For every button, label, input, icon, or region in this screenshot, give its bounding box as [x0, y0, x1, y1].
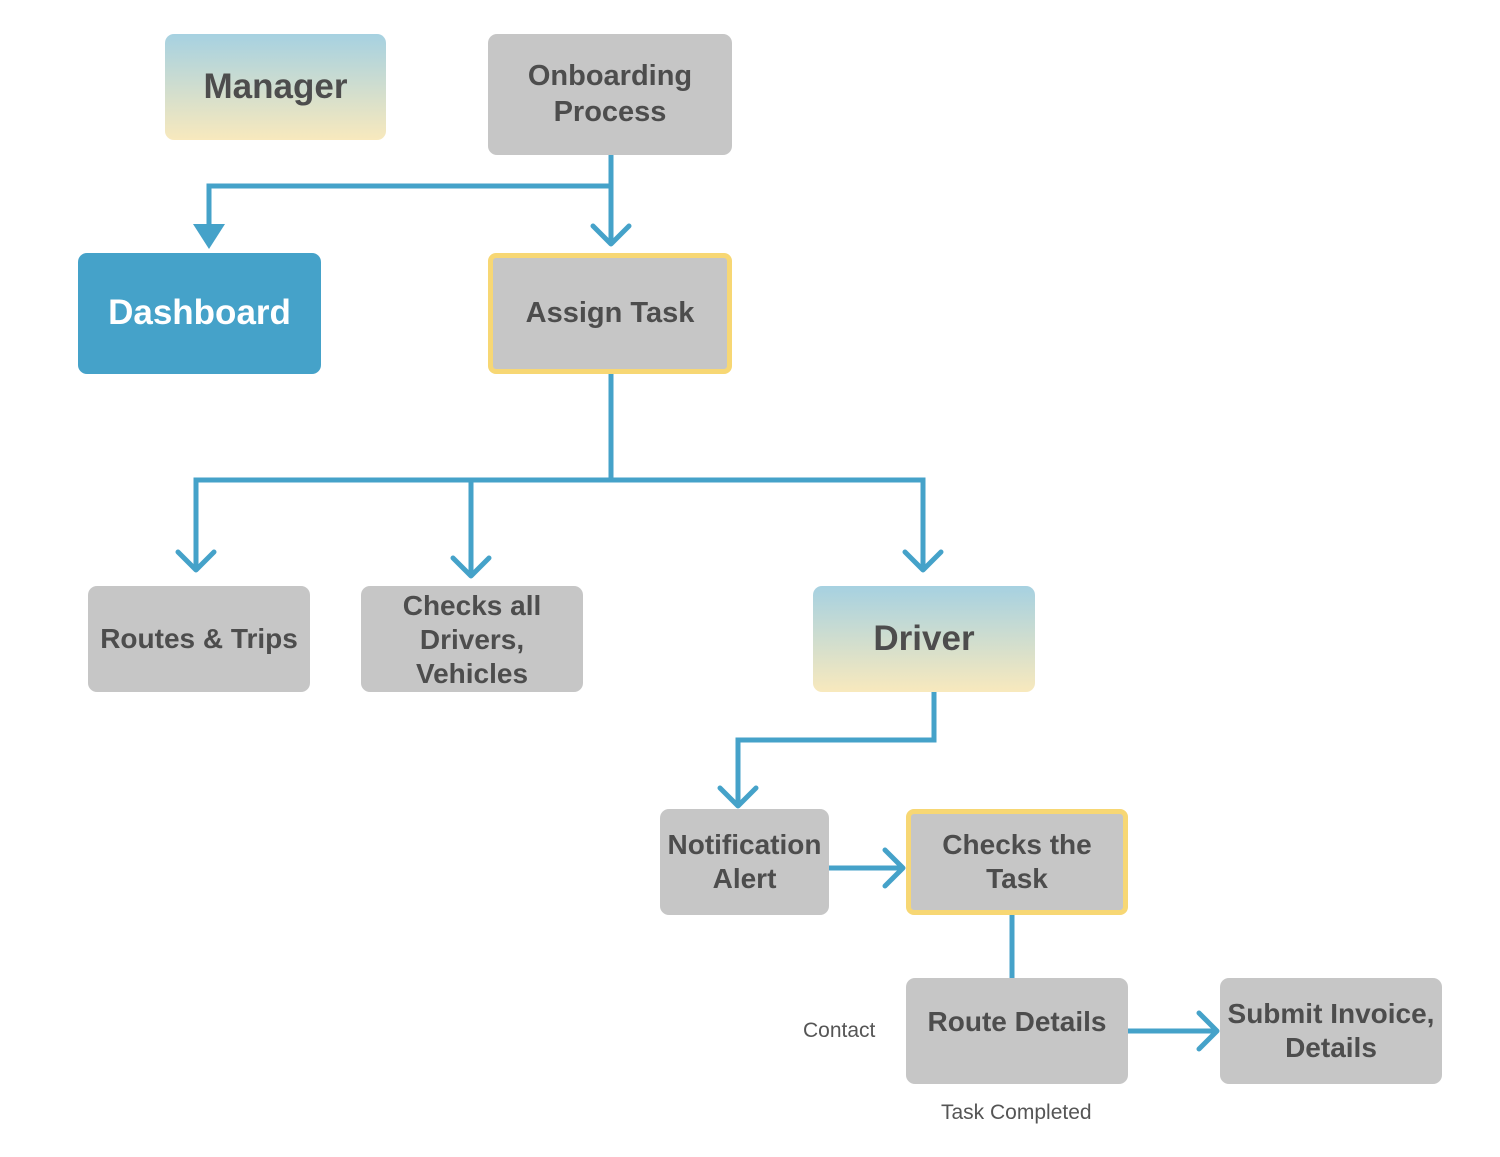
- node-assign-task-label: Assign Task: [525, 296, 695, 329]
- node-submit-invoice-details: Submit Invoice, Details: [1220, 978, 1442, 1084]
- node-dashboard: Dashboard: [78, 253, 321, 374]
- node-checks-the-task-label: Checks the Task: [942, 828, 1092, 894]
- node-checks-the-task: Checks the Task: [906, 809, 1128, 915]
- arrowhead-to-checks-task: [882, 847, 906, 889]
- arrowhead-to-checks-drivers: [450, 555, 492, 579]
- node-dashboard-label: Dashboard: [108, 293, 291, 333]
- arrowhead-to-assign-task: [590, 223, 632, 247]
- node-manager: Manager: [165, 34, 386, 140]
- edge-onboarding-to-dashboard: [206, 183, 611, 232]
- edge-assign-task-to-routes: [193, 477, 611, 570]
- arrowhead-to-driver: [902, 549, 944, 573]
- arrowhead-to-notification: [717, 785, 759, 809]
- node-manager-label: Manager: [203, 66, 348, 106]
- node-checks-drivers-vehicles: Checks all Drivers, Vehicles: [361, 586, 583, 692]
- node-driver-label: Driver: [873, 618, 975, 658]
- edge-label-contact: Contact: [803, 1019, 876, 1042]
- node-onboarding-process-label: Onboarding Process: [527, 60, 693, 128]
- edge-label-task-completed: Task Completed: [941, 1101, 1092, 1124]
- arrowhead-to-dashboard: [193, 224, 225, 249]
- node-notification-alert-label: Notification Alert: [667, 828, 822, 894]
- node-routes-trips-label: Routes & Trips: [100, 622, 298, 654]
- node-routes-trips: Routes & Trips: [88, 586, 310, 692]
- node-assign-task: Assign Task: [488, 253, 732, 374]
- node-route-details-label: Route Details: [927, 1005, 1107, 1037]
- edge-assign-task-to-driver: [611, 477, 926, 570]
- node-onboarding-process: Onboarding Process: [488, 34, 732, 155]
- arrowhead-to-submit-invoice: [1196, 1010, 1220, 1052]
- node-submit-invoice-details-label: Submit Invoice, Details: [1227, 997, 1435, 1063]
- arrowhead-to-routes: [175, 549, 217, 573]
- node-driver: Driver: [813, 586, 1035, 692]
- node-route-details: Route Details: [906, 978, 1128, 1084]
- node-checks-drivers-vehicles-label: Checks all Drivers, Vehicles: [402, 589, 542, 690]
- edge-driver-to-notification: [735, 690, 937, 805]
- node-notification-alert: Notification Alert: [660, 809, 829, 915]
